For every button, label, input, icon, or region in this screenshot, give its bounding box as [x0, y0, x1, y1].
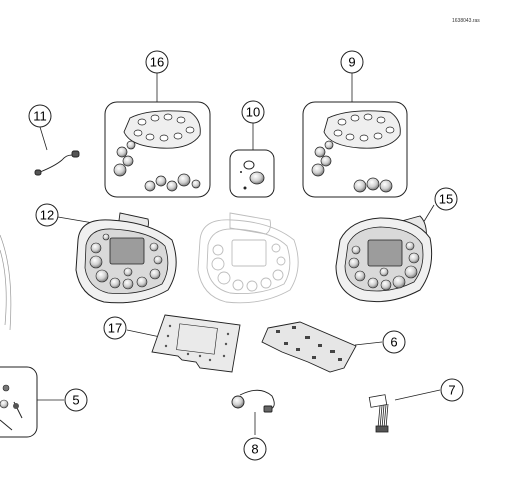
callout-17: 17: [103, 316, 127, 340]
part-10-knob: [229, 149, 275, 198]
callout-16-label: 16: [150, 55, 164, 70]
callout-6: 6: [382, 330, 406, 354]
part-5-fasteners: [0, 366, 38, 438]
callout-12: 12: [35, 203, 59, 227]
part-15-remote-right: [335, 215, 433, 303]
part-7-ribbon-cable: [368, 394, 389, 433]
part-17-membrane: [151, 314, 241, 373]
ghost-remote-center: [197, 212, 299, 304]
callout-17-label: 17: [108, 321, 122, 336]
callout-15: 15: [434, 187, 458, 211]
callout-9-label: 9: [348, 55, 355, 70]
callout-7: 7: [440, 378, 464, 402]
callout-9: 9: [340, 50, 364, 74]
callout-10-label: 10: [246, 105, 260, 120]
drawing-code: 1638043.ras: [452, 18, 480, 24]
callout-8: 8: [243, 437, 267, 461]
callout-8-label: 8: [251, 442, 258, 457]
part-6-circuit-board: [261, 321, 357, 373]
callout-16: 16: [145, 50, 169, 74]
callout-11: 11: [28, 104, 52, 128]
part-12-remote-left: [75, 212, 177, 304]
callout-7-label: 7: [448, 383, 455, 398]
callout-15-label: 15: [439, 192, 453, 207]
part-9-button-set: [302, 101, 408, 198]
part-8-cable: [231, 389, 275, 413]
part-16-button-set: [104, 101, 211, 198]
callouts: 16 9 11 10 12 15: [28, 50, 464, 461]
callout-12-label: 12: [40, 208, 54, 223]
callout-5: 5: [64, 388, 88, 412]
part-11-cable: [34, 150, 80, 176]
leader-lines: [20, 73, 441, 435]
partial-outline-left: [0, 234, 12, 331]
callout-6-label: 6: [390, 335, 397, 350]
callout-5-label: 5: [72, 393, 79, 408]
callout-11-label: 11: [33, 109, 47, 124]
callout-10: 10: [241, 100, 265, 124]
